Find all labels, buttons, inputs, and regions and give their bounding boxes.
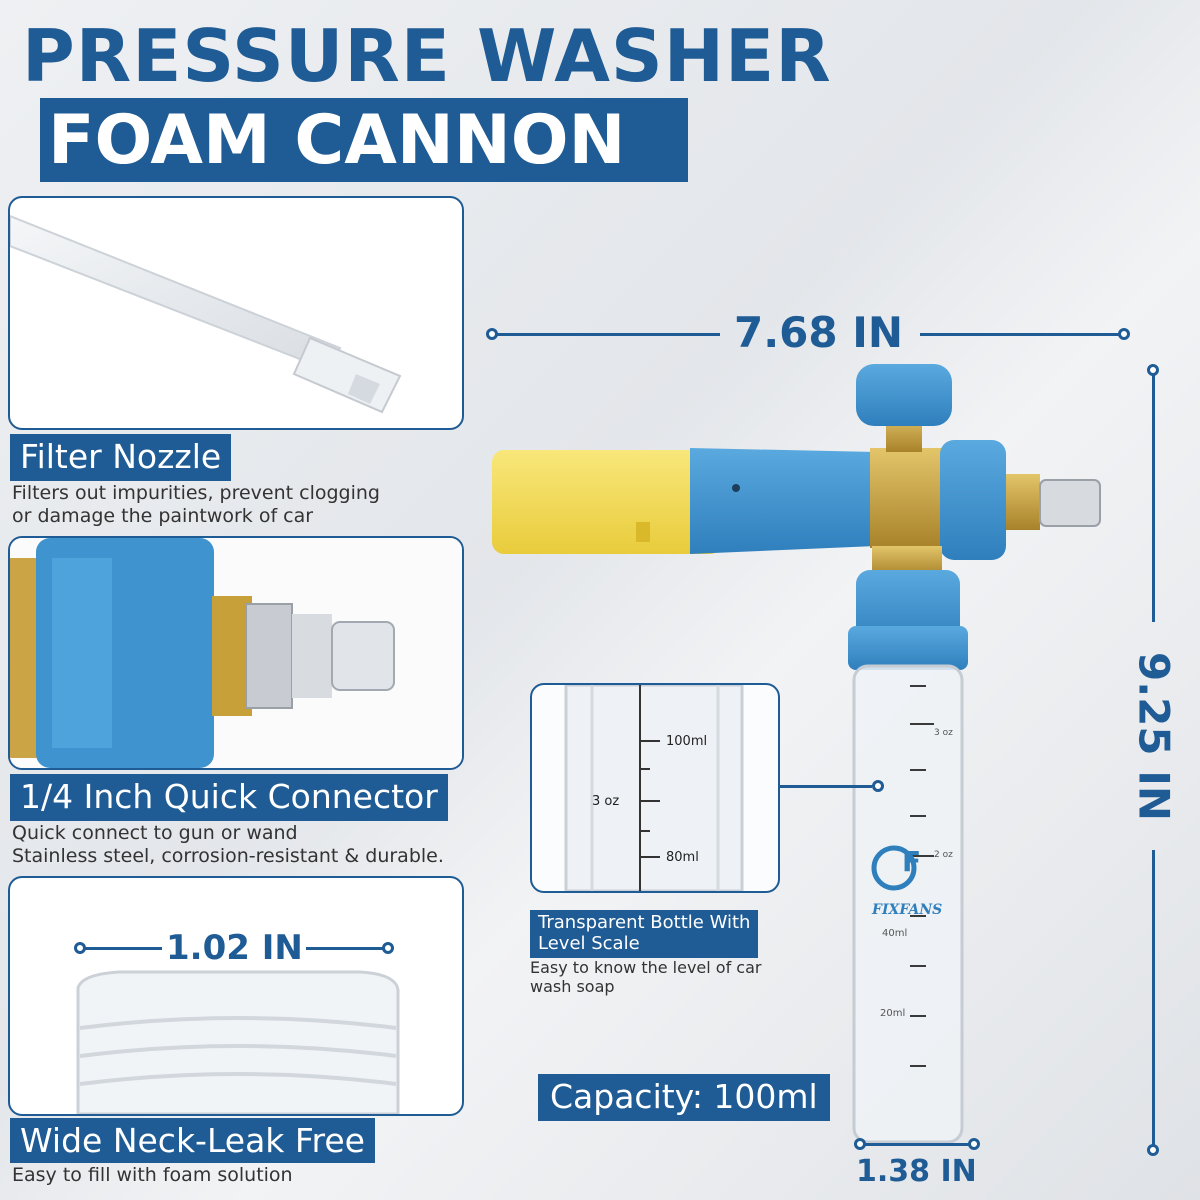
wide-neck-desc-1: Easy to fill with foam solution — [12, 1164, 293, 1186]
height-dim-dot-bottom — [1147, 1144, 1159, 1156]
capacity-label: Capacity: 100ml — [538, 1074, 830, 1121]
scale-80ml: 80ml — [666, 850, 699, 865]
callout-dot — [872, 780, 884, 792]
width-dimension: 7.68 IN — [734, 308, 904, 357]
bottle-dimension: 1.38 IN — [856, 1154, 977, 1189]
bottle-dim-line — [862, 1143, 972, 1146]
quick-connector-label: 1/4 Inch Quick Connector — [10, 774, 448, 821]
bottle-label-line-1: Transparent Bottle With — [538, 912, 751, 933]
bottle-mark-20ml: 20ml — [880, 1008, 906, 1019]
title-line-2: FOAM CANNON — [48, 101, 626, 180]
wide-neck-image — [76, 970, 400, 1114]
width-dim-dot-left — [486, 328, 498, 340]
wide-neck-panel: 1.02 IN — [8, 876, 464, 1116]
width-dim-dot-right — [1118, 328, 1130, 340]
bottle-dim-dot-left — [854, 1138, 866, 1150]
foam-cannon-image — [492, 364, 1101, 1144]
bottle-scale-image — [564, 685, 744, 891]
width-dim-line-left — [494, 333, 720, 336]
bottle-desc-2: wash soap — [530, 977, 615, 996]
bottle-label-line-2: Level Scale — [538, 933, 640, 954]
scale-100ml: 100ml — [666, 734, 708, 749]
callout-connector — [776, 785, 872, 788]
brand-name: FIXFANS — [872, 902, 943, 918]
bottle-dim-dot-right — [968, 1138, 980, 1150]
quick-connector-desc-1: Quick connect to gun or wand — [12, 822, 298, 844]
title-banner — [40, 98, 688, 182]
height-dim-dot-top — [1147, 364, 1159, 376]
quick-connector-desc-2: Stainless steel, corrosion-resistant & d… — [12, 845, 444, 867]
wide-neck-label: Wide Neck-Leak Free — [10, 1118, 375, 1163]
neck-dimension: 1.02 IN — [166, 928, 303, 968]
scale-3oz: 3 oz — [592, 794, 620, 809]
bottle-label: Transparent Bottle With Level Scale — [530, 910, 759, 958]
bottle-mark-40ml: 40ml — [882, 928, 908, 939]
width-dim-line-right — [920, 333, 1126, 336]
height-dimension: 9.25 IN — [1129, 651, 1179, 822]
height-dim-line-bottom — [1152, 850, 1155, 1150]
quick-connector-image — [10, 538, 462, 768]
bottle-mark-3oz: 3 oz — [934, 728, 953, 738]
title-line-1: PRESSURE WASHER — [22, 14, 832, 98]
filter-nozzle-label: Filter Nozzle — [10, 434, 232, 481]
bottle-scale-panel: 100ml 3 oz 80ml — [530, 683, 780, 893]
brand-letter: F — [902, 845, 922, 878]
bottle-mark-2oz: 2 oz — [934, 850, 953, 860]
bottle-desc-1: Easy to know the level of car — [530, 958, 762, 977]
height-dim-line-top — [1152, 372, 1155, 622]
filter-nozzle-image — [10, 214, 402, 414]
filter-nozzle-desc-1: Filters out impurities, prevent clogging — [12, 482, 380, 504]
filter-nozzle-desc-2: or damage the paintwork of car — [12, 505, 314, 527]
quick-connector-panel — [8, 536, 464, 770]
filter-nozzle-panel — [8, 196, 464, 430]
